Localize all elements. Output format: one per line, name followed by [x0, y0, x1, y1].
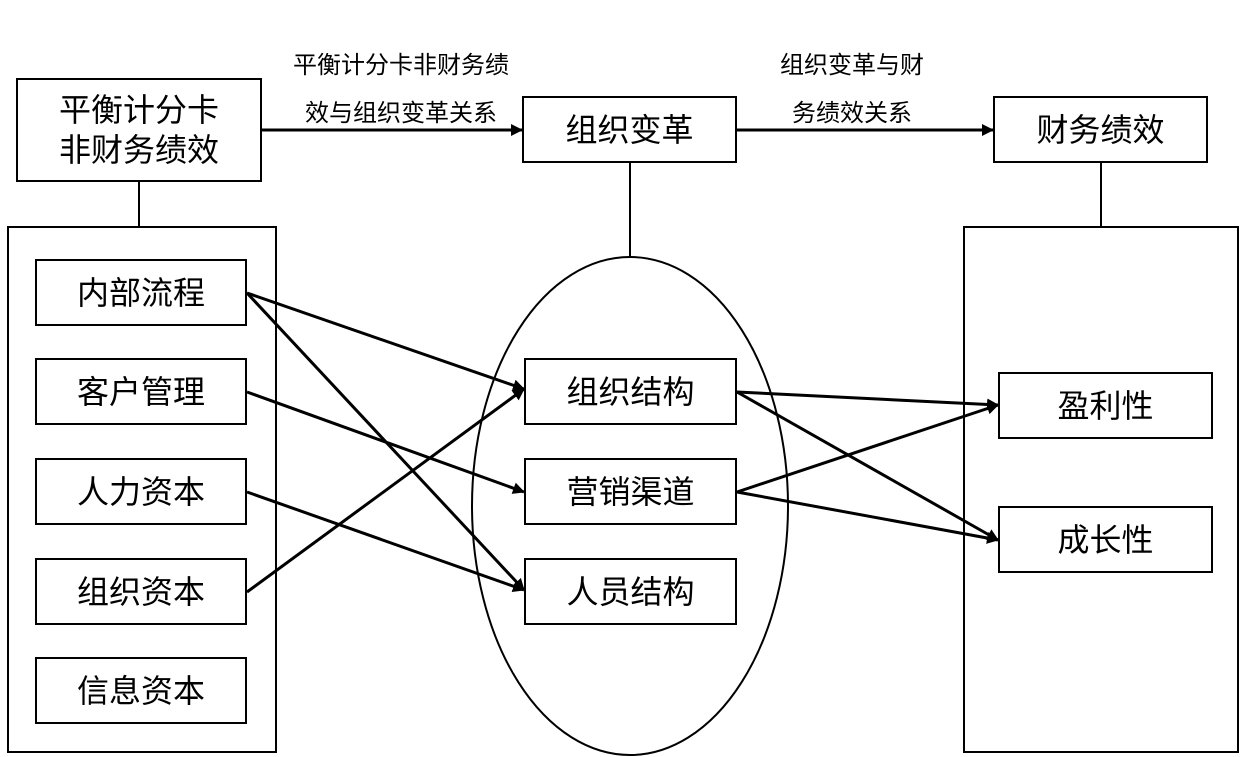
- org-change-ellipse: [471, 256, 789, 756]
- box-org-change-label: 组织变革: [565, 110, 694, 149]
- item-label: 组织结构: [566, 372, 695, 411]
- item-profitability: 盈利性: [998, 372, 1213, 439]
- caption-left-text: 平衡计分卡非财务绩 效与组织变革关系: [293, 51, 509, 127]
- caption-left: 平衡计分卡非财务绩 效与组织变革关系: [262, 0, 540, 185]
- box-org-change: 组织变革: [522, 96, 737, 163]
- arrow-channel-to-growth: [736, 490, 999, 544]
- box-nonfinancial-performance: 平衡计分卡 非财务绩效: [16, 78, 262, 182]
- arrow-org-capital-to-structure: [246, 387, 525, 594]
- left-container: [7, 226, 277, 753]
- item-label: 盈利性: [1057, 386, 1154, 425]
- box-financial-label: 财务绩效: [1036, 110, 1165, 149]
- item-label: 客户管理: [76, 372, 205, 411]
- item-label: 人员结构: [566, 572, 695, 611]
- item-org-structure: 组织结构: [524, 358, 737, 425]
- item-personnel-structure: 人员结构: [524, 558, 737, 625]
- right-container: [963, 226, 1239, 753]
- item-label: 成长性: [1057, 520, 1154, 559]
- arrow-internal-to-structure: [246, 291, 525, 392]
- item-label: 组织资本: [76, 572, 205, 611]
- item-marketing-channel: 营销渠道: [524, 458, 737, 525]
- item-label: 内部流程: [76, 273, 205, 312]
- item-growth: 成长性: [998, 506, 1213, 573]
- item-label: 信息资本: [76, 671, 205, 710]
- item-organization-capital: 组织资本: [35, 558, 247, 625]
- box-financial-performance: 财务绩效: [993, 96, 1208, 163]
- arrow-customer-to-channel: [246, 390, 525, 494]
- arrow-human-to-personnel: [246, 490, 525, 592]
- item-internal-process: 内部流程: [35, 259, 247, 326]
- arrow-structure-to-profit: [736, 390, 999, 411]
- item-label: 人力资本: [76, 472, 205, 511]
- box-nonfinancial-label: 平衡计分卡 非财务绩效: [58, 91, 219, 169]
- caption-right-text: 组织变革与财 务绩效关系: [780, 51, 924, 127]
- arrow-channel-to-profit: [736, 402, 999, 494]
- item-label: 营销渠道: [566, 472, 695, 511]
- item-information-capital: 信息资本: [35, 657, 247, 724]
- item-human-capital: 人力资本: [35, 458, 247, 525]
- arrow-structure-to-growth: [736, 390, 999, 542]
- item-customer-management: 客户管理: [35, 358, 247, 425]
- caption-right: 组织变革与财 务绩效关系: [737, 0, 967, 185]
